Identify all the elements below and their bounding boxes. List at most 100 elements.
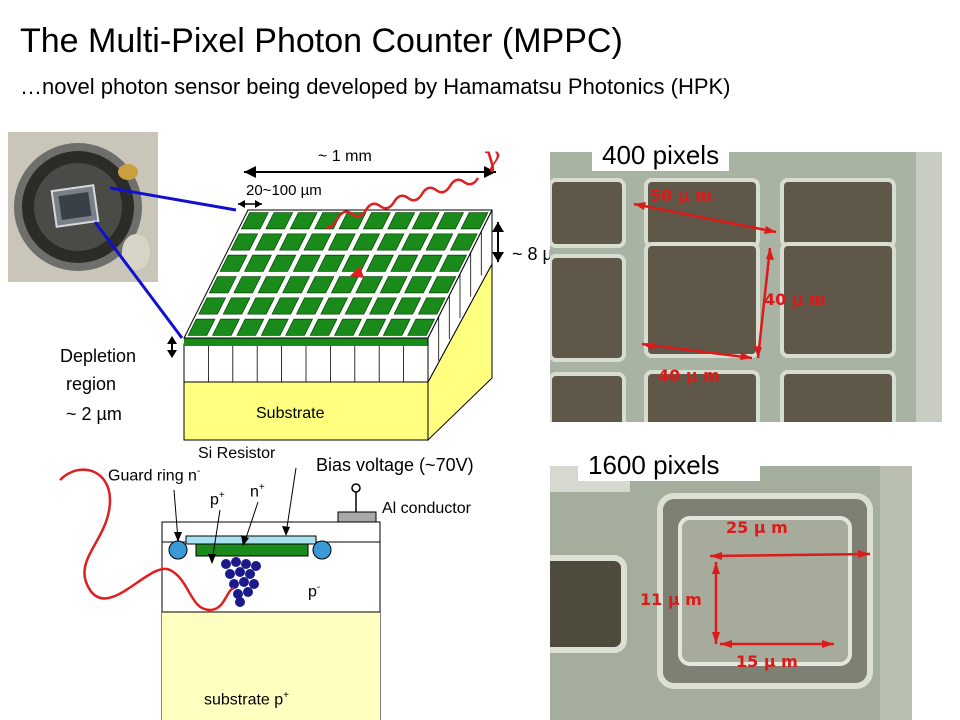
gamma-label: γ — [484, 140, 501, 173]
p-minus-label: p- — [308, 582, 321, 601]
pixel-cell — [425, 233, 454, 251]
dim-25um: 25 µ m — [726, 518, 788, 537]
pixel-cell — [265, 212, 294, 230]
carrier-dot — [225, 569, 235, 579]
cs-guard-left — [168, 540, 188, 560]
micrograph-400: 50 µ m 40 µ m 40 µ m — [550, 152, 942, 422]
pixel-cell — [292, 254, 321, 272]
carrier-dot — [233, 589, 243, 599]
bias-voltage-label: Bias voltage (~70V) — [316, 455, 474, 475]
cs-carriers — [221, 557, 261, 607]
cs-bias-terminal — [351, 483, 361, 493]
pixel-cell — [404, 276, 433, 294]
carrier-dot — [235, 567, 245, 577]
pixel-cell — [428, 276, 457, 294]
depletion-label-1: Depletion — [60, 346, 137, 366]
cs-photon-wave — [59, 468, 235, 612]
pixel-cell — [411, 212, 440, 230]
pixel-cell — [279, 233, 307, 251]
pixel-cell — [362, 212, 391, 230]
pixel-cell — [320, 297, 349, 315]
pixel-cell — [271, 297, 300, 315]
carrier-dot — [251, 561, 261, 571]
si-resistor-label: Si Resistor — [198, 445, 276, 462]
pitch-label: 20~100 µm — [246, 182, 322, 199]
pointer-p-plus — [211, 509, 221, 563]
width-label: ~ 1 mm — [318, 148, 372, 165]
pixel-cell — [344, 297, 373, 315]
pixel-cell — [407, 318, 436, 336]
dim-11um: 11 µ m — [640, 590, 702, 609]
cs-substrate — [162, 612, 380, 720]
pixel-cell — [382, 318, 411, 336]
pixel-cell — [306, 276, 335, 294]
pixel-cell — [327, 233, 356, 251]
micrograph-1600: 25 µ m 11 µ m 15 µ m — [550, 466, 912, 720]
dim-15um: 15 µ m — [736, 652, 798, 671]
pixel-cell — [401, 233, 429, 251]
page-subtitle: …novel photon sensor being developed by … — [20, 74, 731, 99]
dim-40um-horiz: 40 µ m — [658, 366, 720, 385]
photon-arrowhead — [350, 266, 364, 278]
cs-guard-right — [312, 540, 332, 560]
pixel-cell — [243, 254, 272, 272]
pixel-cell — [376, 233, 405, 251]
pixel-cell — [387, 212, 416, 230]
pixel-cell — [358, 318, 387, 336]
pixel-cell — [240, 212, 269, 230]
connector-line-bottom — [93, 221, 184, 339]
thickness-arrow — [492, 222, 504, 262]
carrier-dot — [245, 569, 255, 579]
pixel-cell — [303, 233, 332, 251]
p-plus-label: p+ — [210, 490, 225, 509]
carrier-dot — [221, 559, 231, 569]
depletion-label-3: ~ 2 µm — [66, 404, 122, 424]
cross-section — [59, 467, 381, 720]
depletion-arrow — [167, 336, 177, 358]
pointer-guard — [173, 489, 179, 541]
pixel-cell — [317, 254, 346, 272]
badge-400-pixels: 400 pixels — [592, 140, 730, 171]
pixel-cell — [257, 276, 286, 294]
badge-1600-pixels: 1600 pixels — [578, 450, 760, 481]
guard-ring-label: Guard ring n- — [108, 466, 201, 485]
cs-al-conductor — [337, 511, 377, 523]
dim-50um: 50 µ m — [650, 186, 712, 205]
substrate-label: Substrate — [256, 405, 325, 422]
n-plus-label: n+ — [250, 482, 265, 501]
pixel-cell — [365, 254, 394, 272]
carrier-dot — [239, 577, 249, 587]
carrier-dot — [235, 597, 245, 607]
pixel-cell — [254, 233, 283, 251]
pixel-cell — [208, 276, 237, 294]
pixel-cell — [285, 318, 314, 336]
chip-block — [183, 209, 493, 442]
pixel-cell — [393, 297, 422, 315]
pixel-cell — [379, 276, 408, 294]
pixel-cell — [355, 276, 384, 294]
photon-wave — [325, 177, 480, 230]
carrier-dot — [241, 559, 251, 569]
cs-n-plus — [195, 543, 309, 557]
pixel-cell — [219, 254, 248, 272]
pixel-cell — [295, 297, 324, 315]
pixel-cell — [460, 212, 489, 230]
page-title: The Multi-Pixel Photon Counter (MPPC) — [20, 22, 623, 60]
pixel-cell — [369, 297, 397, 315]
pixel-cell — [222, 297, 251, 315]
front-dividers — [207, 231, 482, 382]
carrier-dot — [249, 579, 259, 589]
pixel-cell — [352, 233, 381, 251]
pixel-cell — [449, 233, 478, 251]
pixel-cell — [247, 297, 275, 315]
pixel-row-green — [184, 338, 428, 346]
pixel-cell — [260, 318, 289, 336]
pixel-cell — [233, 276, 262, 294]
width-arrow — [244, 166, 496, 178]
carrier-dot — [243, 587, 253, 597]
pixel-cell — [439, 254, 468, 272]
pixel-cell — [236, 318, 265, 336]
carrier-dot — [231, 557, 241, 567]
dim-40um-vert: 40 µ m — [764, 290, 826, 309]
